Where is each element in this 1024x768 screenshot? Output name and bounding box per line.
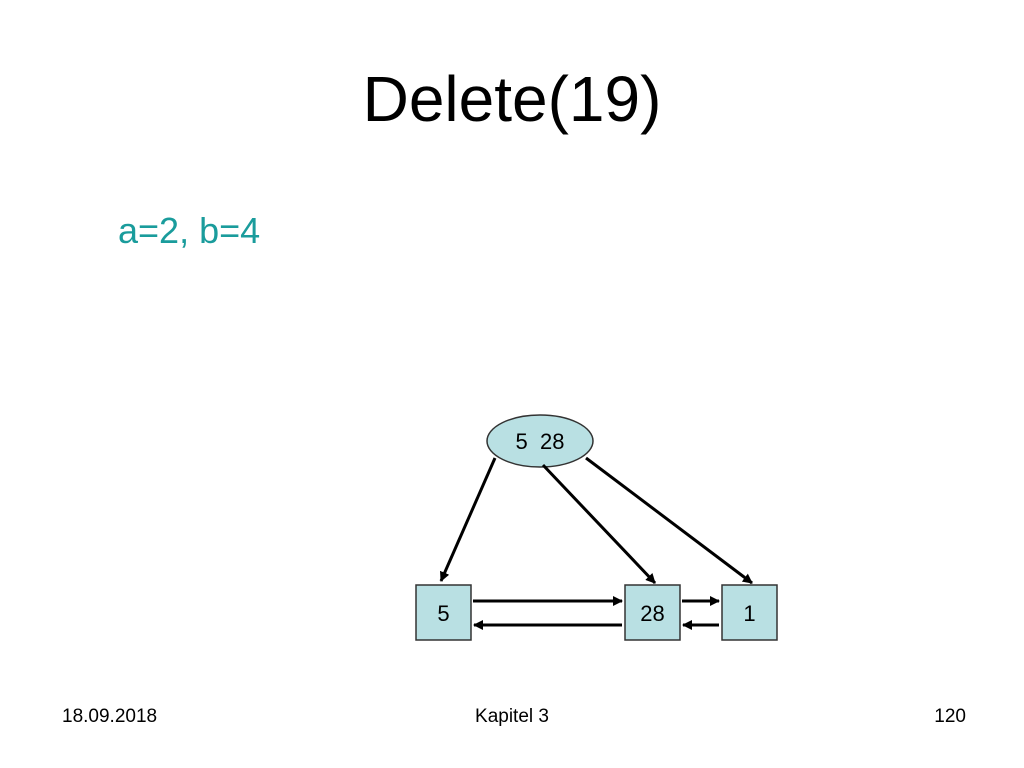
footer-date: 18.09.2018 xyxy=(62,706,158,727)
leaf-node-5: 5 xyxy=(415,584,472,641)
leaf-label-28: 28 xyxy=(640,601,664,626)
root-node: 5 28 xyxy=(486,414,594,468)
tree-parameters: a=2, b=4 xyxy=(118,210,261,251)
leaf-label-5: 5 xyxy=(437,601,449,626)
leaf-node-28: 28 xyxy=(624,584,681,641)
edge-root-to-leaf-5 xyxy=(439,457,497,582)
leaf-label-1: 1 xyxy=(743,601,755,626)
footer-page-number: 120 xyxy=(934,706,966,727)
edge-root-to-leaf-1 xyxy=(585,456,753,585)
edge-root-to-leaf-28 xyxy=(541,463,657,585)
slide-title: Delete(19) xyxy=(362,63,662,135)
footer-chapter: Kapitel 3 xyxy=(475,706,549,727)
leaf-node-1: 1 xyxy=(721,584,778,641)
root-node-label: 5 28 xyxy=(516,429,565,454)
